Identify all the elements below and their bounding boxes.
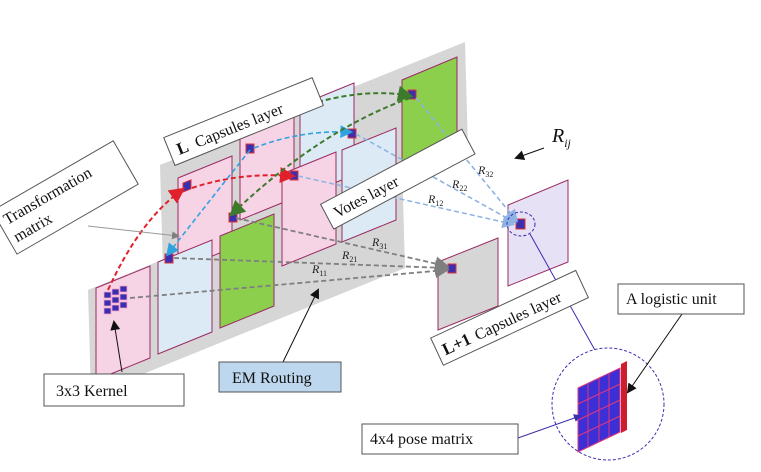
blue-arrow-2 [253, 125, 354, 149]
em-routing-label: EM Routing [218, 361, 342, 393]
em-text: EM Routing [232, 370, 312, 387]
v-panel-3 [219, 213, 275, 329]
r21-label: R21 [341, 248, 357, 264]
transformation-pointer [87, 225, 180, 240]
v-panel-2 [157, 239, 213, 355]
green-arrow-2 [229, 97, 411, 217]
vote-arrow-r32 [415, 97, 519, 223]
logistic-text: A logistic unit [626, 291, 717, 308]
red-arrow-1 [107, 187, 186, 291]
vote-arrow-r21 [173, 257, 450, 275]
rij-circle [506, 211, 536, 237]
transformation-label: Transformation matrix [0, 140, 139, 255]
vote-arrow-r31 [235, 217, 450, 271]
pose-label: 4x4 pose matrix [361, 423, 519, 455]
r11-label: R11 [311, 262, 327, 278]
l1-panel-gray [437, 237, 499, 331]
logistic-label: A logistic unit [617, 283, 745, 315]
kernel-pointer [110, 320, 123, 373]
vote-arrow-r22 [355, 133, 517, 224]
pose-pointer [517, 414, 582, 439]
green-arrow-1 [317, 85, 414, 103]
logistic-pointer [626, 313, 683, 394]
blue-arrow-1 [166, 149, 251, 257]
red-arrow-2 [191, 167, 296, 189]
rij-label: Rij [551, 125, 572, 150]
logistic-bar [621, 361, 627, 433]
vote-arrow-r12 [297, 175, 516, 229]
r12-label: R12 [427, 192, 443, 208]
kernel-label: 3x3 Kernel [43, 373, 185, 407]
r22-label: R22 [451, 177, 467, 193]
em-pointer [281, 288, 319, 365]
vote-arrow-r11 [129, 263, 450, 299]
l1-panel-lavender [507, 179, 569, 287]
kernel-grid [103, 285, 128, 315]
r31-label: R31 [371, 235, 387, 251]
kernel-text: 3x3 Kernel [56, 383, 128, 400]
r32-label: R32 [477, 163, 493, 179]
pose-text: 4x4 pose matrix [370, 431, 473, 448]
pose-matrix [577, 361, 627, 453]
rij-pointer [514, 147, 545, 161]
